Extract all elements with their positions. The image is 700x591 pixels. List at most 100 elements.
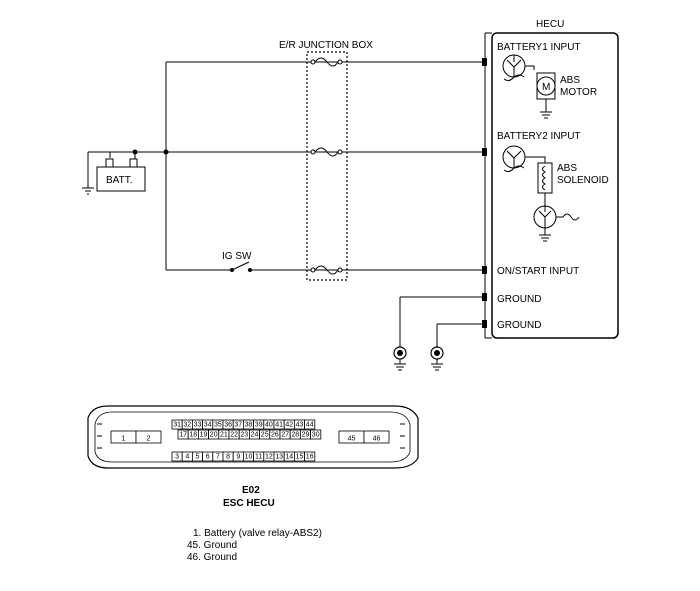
pin-number: 17 [179, 432, 187, 439]
abs-motor: M ABS MOTOR [536, 72, 597, 119]
connector-pin: 17 [177, 429, 189, 440]
connector-pin: 31 [171, 419, 183, 430]
pin-number: 25 [261, 432, 269, 439]
connector-pin: 4 [181, 451, 193, 462]
pin-number: 9 [236, 454, 240, 461]
pin-number: 44 [306, 422, 314, 429]
pin-marker [482, 293, 487, 301]
connector-pin: 6 [202, 451, 214, 462]
pin-number: 4 [185, 454, 189, 461]
connector-pin: 46 [363, 430, 390, 444]
abs-solenoid-line1: ABS [557, 163, 577, 174]
connector-pin: 36 [222, 419, 234, 430]
pin-number: 2 [147, 436, 151, 443]
connector-pin: 35 [212, 419, 224, 430]
ground-icon [82, 187, 94, 195]
junction-box: E/R JUNCTION BOX [279, 40, 373, 281]
ground1-label: GROUND [497, 294, 541, 305]
hecu-box: HECU BATTERY1 INPUT BATTERY2 INPUT ON/ST… [482, 19, 619, 339]
motor-symbol: M [542, 82, 550, 93]
connector-pin: 9 [232, 451, 244, 462]
pin-number: 26 [271, 432, 279, 439]
abs-motor-line1: ABS [560, 75, 580, 86]
connector-pin: 23 [238, 429, 250, 440]
ground-icon [393, 346, 407, 371]
connector-pin: 21 [218, 429, 230, 440]
connector-pin: 43 [293, 419, 305, 430]
hecu-title: HECU [536, 19, 564, 30]
pin-number: 3 [175, 454, 179, 461]
pin-legend-item: 46. Ground [187, 552, 237, 563]
connector-pin: 18 [187, 429, 199, 440]
on-start-input-label: ON/START INPUT [497, 266, 579, 277]
pin-number: 29 [302, 432, 310, 439]
pin-number: 16 [306, 454, 314, 461]
transistor-2 [502, 145, 546, 173]
pin-number: 21 [220, 432, 228, 439]
pin-marker [482, 58, 487, 66]
connector-pin: 34 [202, 419, 214, 430]
ig-sw-label: IG SW [222, 251, 252, 262]
connector-pin: 12 [263, 451, 275, 462]
ground2-label: GROUND [497, 320, 541, 331]
abs-solenoid: ABS SOLENOID [537, 162, 609, 206]
pin-number: 15 [296, 454, 304, 461]
battery: BATT. [82, 158, 146, 195]
connector-pin: 33 [191, 419, 203, 430]
connector-pin: 14 [283, 451, 295, 462]
pin-number: 19 [200, 432, 208, 439]
connector-pin: 37 [232, 419, 244, 430]
pin-number: 42 [285, 422, 293, 429]
pin-number: 8 [226, 454, 230, 461]
transistor-3 [533, 205, 580, 242]
pin-number: 1 [122, 436, 126, 443]
pin-number: 33 [194, 422, 202, 429]
pin-number: 40 [265, 422, 273, 429]
connector-pin: 40 [263, 419, 275, 430]
pin-number: 22 [230, 432, 238, 439]
fuse [310, 147, 343, 157]
connector-pin: 27 [279, 429, 291, 440]
pin-marker [482, 148, 487, 156]
pin-number: 27 [281, 432, 289, 439]
connector-pin: 45 [338, 430, 365, 444]
fuse [310, 57, 343, 67]
connector-pin: 8 [222, 451, 234, 462]
pin-number: 41 [275, 422, 283, 429]
transistor-1 [502, 54, 535, 82]
junction-dot [163, 149, 169, 155]
ground-icon [430, 346, 444, 371]
pin-legend-item: 45. Ground [187, 540, 237, 551]
connector-pin: 32 [181, 419, 193, 430]
connector-pin: 19 [197, 429, 209, 440]
connector-pin: 26 [269, 429, 281, 440]
pin-number: 39 [255, 422, 263, 429]
connector-pin: 42 [283, 419, 295, 430]
connector-pin: 10 [242, 451, 254, 462]
junction-dot [132, 149, 138, 155]
connector-pin: 5 [191, 451, 203, 462]
connector-pin: 20 [208, 429, 220, 440]
pin-number: 23 [240, 432, 248, 439]
connector-pin: 1 [110, 430, 137, 444]
pin-number: 6 [206, 454, 210, 461]
connector-pin: 15 [293, 451, 305, 462]
connector-name: ESC HECU [223, 498, 275, 509]
pin-number: 20 [210, 432, 218, 439]
connector-pin: 30 [310, 429, 322, 440]
pin-number: 5 [196, 454, 200, 461]
connector-pin: 38 [242, 419, 254, 430]
junction-box-label: E/R JUNCTION BOX [279, 40, 373, 51]
pin-number: 32 [183, 422, 191, 429]
pin-number: 31 [173, 422, 181, 429]
pin-number: 28 [291, 432, 299, 439]
pin-number: 38 [245, 422, 253, 429]
battery2-input-label: BATTERY2 INPUT [497, 131, 581, 142]
fuse [310, 265, 343, 275]
